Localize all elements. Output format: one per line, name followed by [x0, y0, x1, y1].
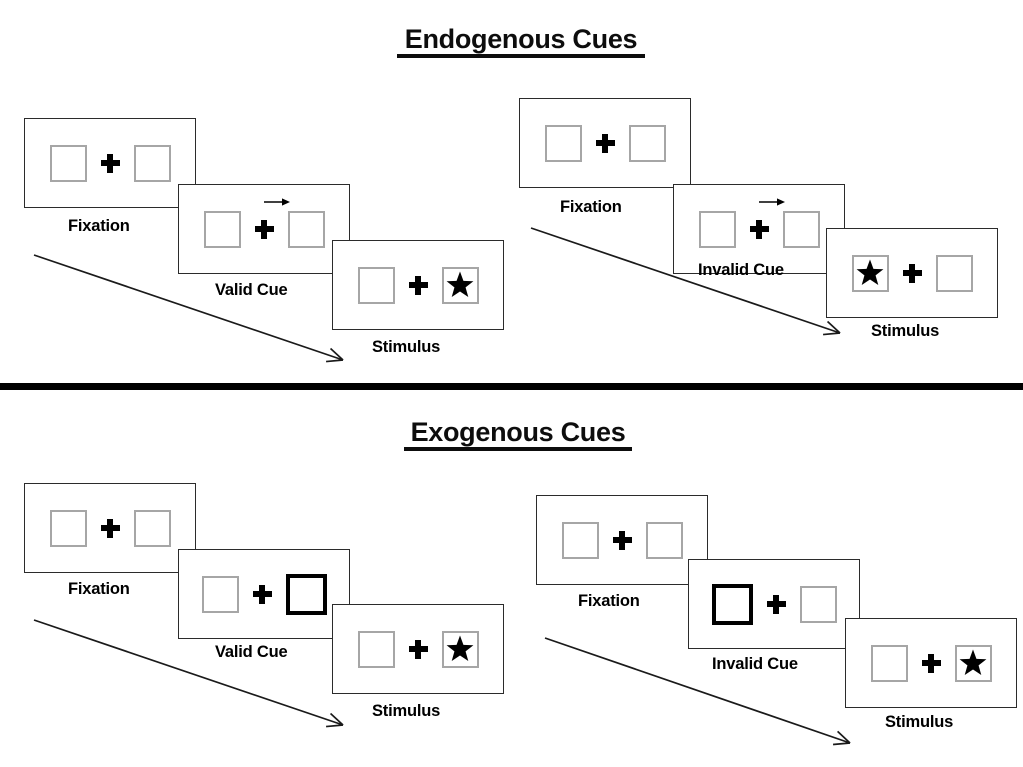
star-target-icon [959, 649, 987, 676]
placeholder-box-right [628, 124, 666, 162]
arrow-right-cue-icon [759, 198, 785, 206]
stage-label-exogenous-valid-0: Fixation [68, 580, 130, 598]
fixation-cross-icon [612, 530, 632, 550]
trial-frame-endogenous-valid-fixation [24, 118, 196, 208]
placeholder-box-left [561, 521, 599, 559]
section-title-exogenous: Exogenous Cues [404, 418, 632, 452]
trial-frame-contents [674, 185, 844, 273]
trial-frame-exogenous-invalid-invalid-cue [688, 559, 860, 649]
trial-frame-contents [25, 119, 195, 207]
stage-label-exogenous-invalid-1: Invalid Cue [712, 655, 798, 673]
target-box-left [851, 254, 889, 292]
target-box-right [954, 644, 992, 682]
trial-frame-contents [846, 619, 1016, 707]
trial-frame-contents [333, 241, 503, 329]
stage-label-exogenous-invalid-2: Stimulus [885, 713, 954, 731]
section-divider [0, 383, 1023, 390]
trial-frame-contents [520, 99, 690, 187]
stage-label-exogenous-valid-2: Stimulus [372, 702, 441, 720]
fixation-cross-icon [921, 653, 941, 673]
placeholder-box-right [782, 210, 820, 248]
target-box-right [441, 266, 479, 304]
stage-label-exogenous-valid-1: Valid Cue [215, 643, 288, 661]
stage-label-endogenous-valid-0: Fixation [68, 217, 130, 235]
trial-frame-endogenous-valid-valid-cue [178, 184, 350, 274]
cue-box-right [285, 573, 327, 615]
trial-frame-contents [179, 185, 349, 273]
trial-frame-contents [333, 605, 503, 693]
trial-frame-endogenous-invalid-stimulus [826, 228, 998, 318]
trial-frame-contents [179, 550, 349, 638]
placeholder-box-left [698, 210, 736, 248]
fixation-cross-icon [254, 219, 274, 239]
placeholder-box-left [357, 630, 395, 668]
fixation-cross-icon [902, 263, 922, 283]
placeholder-box-left [357, 266, 395, 304]
trial-frame-endogenous-invalid-fixation [519, 98, 691, 188]
trial-frame-contents [537, 496, 707, 584]
target-box-right [441, 630, 479, 668]
stage-label-endogenous-valid-2: Stimulus [372, 338, 441, 356]
placeholder-box-left [49, 144, 87, 182]
trial-frame-exogenous-invalid-stimulus [845, 618, 1017, 708]
fixation-cross-icon [100, 518, 120, 538]
fixation-cross-icon [252, 584, 272, 604]
fixation-cross-icon [749, 219, 769, 239]
trial-frame-exogenous-valid-fixation [24, 483, 196, 573]
placeholder-box-right [133, 509, 171, 547]
star-target-icon [446, 635, 474, 662]
stage-label-endogenous-valid-1: Valid Cue [215, 281, 288, 299]
trial-frame-contents [689, 560, 859, 648]
star-target-icon [446, 271, 474, 298]
trial-frame-contents [25, 484, 195, 572]
stage-label-endogenous-invalid-2: Stimulus [871, 322, 940, 340]
stage-label-exogenous-invalid-0: Fixation [578, 592, 640, 610]
stage-label-endogenous-invalid-1: Invalid Cue [698, 261, 784, 279]
section-title-endogenous: Endogenous Cues [397, 25, 645, 59]
placeholder-box-left [203, 210, 241, 248]
fixation-cross-icon [766, 594, 786, 614]
placeholder-box-right [287, 210, 325, 248]
trial-frame-exogenous-valid-stimulus [332, 604, 504, 694]
fixation-cross-icon [408, 639, 428, 659]
stage-label-endogenous-invalid-0: Fixation [560, 198, 622, 216]
star-target-icon [856, 259, 884, 286]
trial-frame-exogenous-invalid-fixation [536, 495, 708, 585]
trial-frame-exogenous-valid-valid-cue [178, 549, 350, 639]
arrow-right-cue-icon [264, 198, 290, 206]
trial-frame-contents [827, 229, 997, 317]
placeholder-box-right [645, 521, 683, 559]
placeholder-box-left [201, 575, 239, 613]
placeholder-box-left [49, 509, 87, 547]
placeholder-box-right [133, 144, 171, 182]
trial-frame-endogenous-valid-stimulus [332, 240, 504, 330]
placeholder-box-right [935, 254, 973, 292]
cue-box-left [711, 583, 753, 625]
fixation-cross-icon [408, 275, 428, 295]
placeholder-box-left [544, 124, 582, 162]
fixation-cross-icon [100, 153, 120, 173]
fixation-cross-icon [595, 133, 615, 153]
placeholder-box-right [799, 585, 837, 623]
placeholder-box-left [870, 644, 908, 682]
